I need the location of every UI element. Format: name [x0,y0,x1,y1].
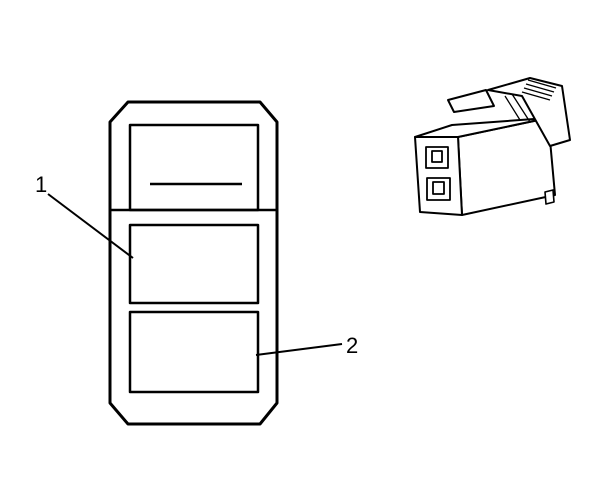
connector-bottom-nub [544,189,555,205]
connector-isometric-view [414,77,571,216]
top-cavity [128,123,260,212]
front-terminal-opening-upper [425,146,449,169]
leader-line-1 [47,193,134,259]
latch-ridges [504,79,557,123]
front-terminal-opening-lower [426,177,451,201]
connector-latch-tab [447,89,495,113]
callout-label-2: 2 [346,333,358,358]
connector-housing-outline [108,100,279,426]
callout-label-1: 1 [35,172,47,197]
callout-leaders [47,193,343,356]
connector-face-view [108,100,279,426]
terminal-cavity-1 [128,223,260,305]
terminal-cavity-2 [128,310,260,394]
leader-line-2 [255,343,343,356]
